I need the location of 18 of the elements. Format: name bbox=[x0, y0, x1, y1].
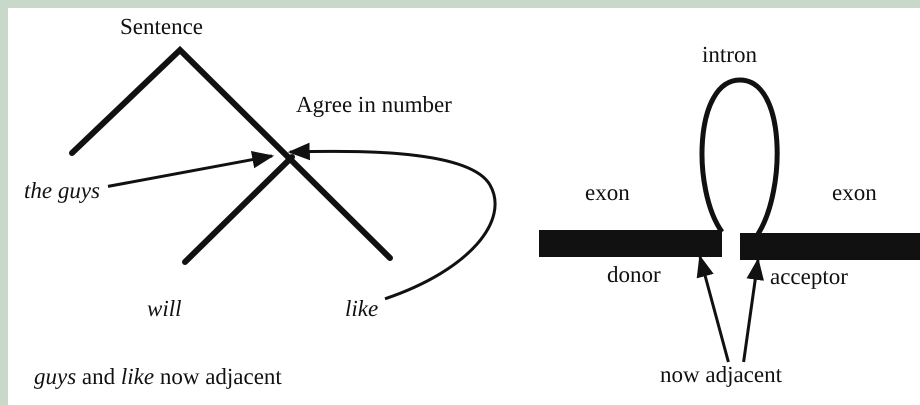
node-label: Sentence bbox=[120, 14, 204, 40]
site-label: donor bbox=[607, 262, 661, 288]
arrow bbox=[108, 150, 274, 188]
annotation-text: Agree in number bbox=[296, 92, 452, 118]
arrow bbox=[742, 258, 764, 362]
exon-label: exon bbox=[585, 180, 630, 206]
caption-text: now adjacent bbox=[660, 362, 850, 390]
exon-label: exon bbox=[832, 180, 877, 206]
intron-label: intron bbox=[702, 42, 757, 68]
arrow bbox=[288, 142, 496, 300]
word-label: the guys bbox=[24, 178, 108, 206]
exon-bar bbox=[539, 230, 722, 257]
exon-bar bbox=[740, 233, 920, 260]
word-label: will bbox=[147, 296, 182, 322]
arrow bbox=[696, 254, 730, 362]
caption-text: guys and like now adjacent bbox=[34, 364, 282, 390]
site-label: acceptor bbox=[770, 264, 848, 290]
word-label: like bbox=[345, 296, 385, 324]
